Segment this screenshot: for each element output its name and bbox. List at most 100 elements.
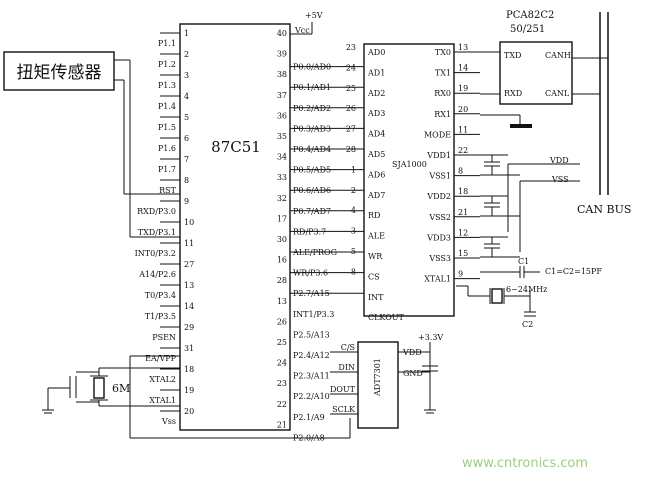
pin-label: RST <box>159 186 177 195</box>
pin-number: 3 <box>184 71 189 80</box>
pin-number: 18 <box>184 365 194 374</box>
mcu-left-pin: P1.77 <box>158 155 189 174</box>
sja-left-pin: CS 8 <box>351 267 380 281</box>
pin-number: 37 <box>277 91 287 100</box>
pin-number: 24 <box>277 359 287 368</box>
mcu-left-pin: T1/P3.514 <box>145 302 194 321</box>
pin-number: 11 <box>184 239 194 248</box>
can-bus-label: CAN BUS <box>577 203 631 216</box>
pin-label: P2.4/A12 <box>293 351 330 360</box>
decoupling-cap <box>480 195 520 217</box>
mcu-left-pin: RXD/P3.09 <box>137 197 189 216</box>
sja1000-box <box>363 43 455 317</box>
pin-number: 10 <box>184 218 194 227</box>
pin-label: MODE <box>424 130 451 139</box>
mcu-left-pin: P1.44 <box>158 92 189 111</box>
pin-number: 31 <box>184 344 194 353</box>
sja1000-name: SJA1000 <box>392 160 427 169</box>
pin-label: CS <box>368 272 380 281</box>
pin-label: T0/P3.4 <box>145 291 176 300</box>
adt-pin-label: DOUT <box>330 385 356 394</box>
pin-number: 4 <box>351 206 356 215</box>
pin-label: EA/VPP <box>145 354 176 363</box>
sja-left-pin: AD2 25 <box>346 84 385 98</box>
pin-number: 2 <box>351 186 356 195</box>
pin-number: 8 <box>351 267 356 276</box>
pin-label: VSS2 <box>428 213 451 222</box>
pin-label: P1.3 <box>158 81 176 90</box>
sja-right-pin: MODE 11 <box>424 125 480 139</box>
pin-label: VSS1 <box>428 172 451 181</box>
adt-pin: SCLK <box>330 405 358 415</box>
pin-number: 25 <box>277 338 287 347</box>
watermark: www.cntronics.com <box>462 456 588 471</box>
transceiver-box <box>499 41 573 105</box>
mcu-left-pin: P1.2 2 <box>158 50 189 69</box>
pin-label: AD6 <box>367 170 385 179</box>
pin-number: 29 <box>184 323 194 332</box>
pin-number: 23 <box>346 43 356 52</box>
pin-number: 4 <box>184 92 189 101</box>
vss-label: VSS <box>551 175 569 184</box>
pin-number: 33 <box>277 173 287 182</box>
c1-label: C1 <box>518 257 529 266</box>
pin-number: 25 <box>346 84 356 93</box>
pin-label: AD0 <box>367 48 385 57</box>
pin-label: P1.1 <box>158 39 176 48</box>
pin-number: 19 <box>184 386 194 395</box>
pin-label: RXD/P3.0 <box>137 207 176 216</box>
pin-label: RX1 <box>434 110 451 119</box>
adt7301-name: ADT7301 <box>373 358 382 397</box>
pin-label: AD2 <box>367 89 385 98</box>
sja-left-pin: AD0 23 <box>346 43 385 57</box>
pin-label: P2.3/A11 <box>293 372 330 381</box>
pin-label: TX1 <box>435 69 451 78</box>
pin-label: VDD2 <box>426 192 451 201</box>
pin-label: XTAL1 <box>424 275 451 284</box>
pin-number: 1 <box>351 165 356 174</box>
pin-number: 16 <box>277 256 287 265</box>
mcu-left-pin: T0/P3.4 13 <box>145 281 194 300</box>
pin-number: 30 <box>277 235 287 244</box>
pin-label: A14/P2.6 <box>138 270 176 279</box>
pin-label: WR <box>368 252 383 261</box>
mcu-right-pin: 40 <box>277 29 287 38</box>
pin-number: 22 <box>458 146 468 155</box>
sja-crystal <box>491 288 503 304</box>
pin-label: P1.2 <box>158 60 176 69</box>
pin-number: 38 <box>277 70 287 79</box>
pin-number: 13 <box>277 297 287 306</box>
pin-label: INT <box>368 293 384 302</box>
pin-number: 11 <box>458 125 468 134</box>
pin-number: 12 <box>458 228 468 237</box>
pin-number: 2 <box>184 50 189 59</box>
pin-number: 13 <box>184 281 194 290</box>
sja1000-left-pins: AD023AD124AD225AD326AD427AD528AD61AD72RD… <box>346 43 405 322</box>
pin-number: 21 <box>277 420 287 429</box>
pin-number: 5 <box>184 113 189 122</box>
mcu-vcc-label: Vcc <box>294 26 310 35</box>
pin-number: 28 <box>346 145 356 154</box>
transceiver-canh: CANH <box>545 51 571 60</box>
